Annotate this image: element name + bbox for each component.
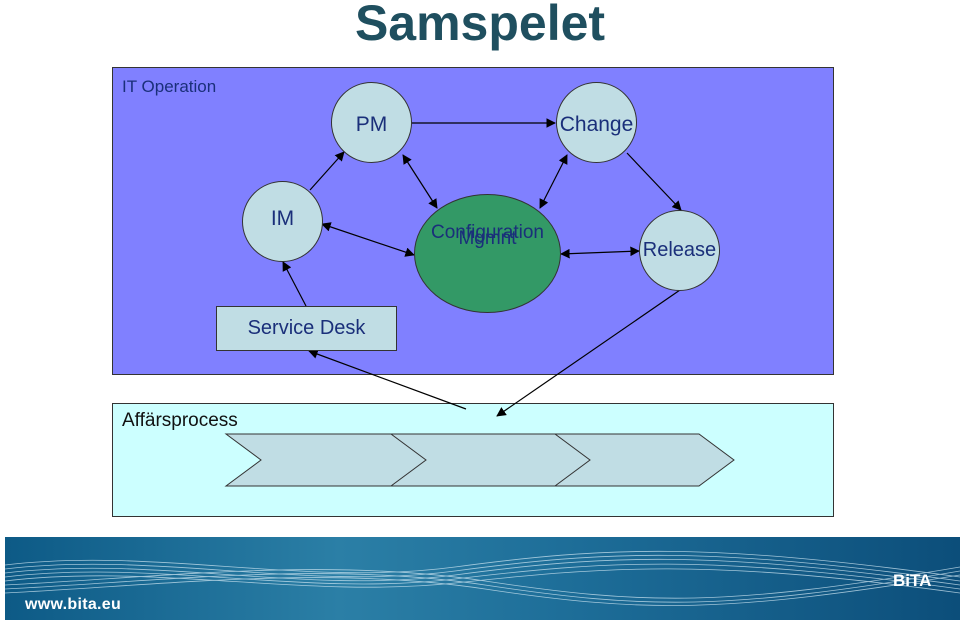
process-step-3 (553, 433, 735, 487)
pm-node: PM (331, 82, 412, 163)
configuration-label: Configuration Mgmnt (431, 222, 544, 251)
it-operation-label: IT Operation (122, 77, 217, 96)
arrow-pm-config (402, 154, 438, 209)
arrow-change-release (626, 152, 682, 211)
im-label: IM (270, 206, 295, 230)
release-label: Release (642, 239, 717, 261)
release-node: Release (639, 210, 720, 291)
change-node: Change (556, 82, 637, 163)
arrow-business-servicedesk (308, 349, 467, 410)
configuration-mgmt-node: Configuration Mgmnt (414, 194, 561, 313)
page-title: Samspelet (354, 0, 606, 51)
bita-logo: BiTA (893, 571, 932, 590)
footer-url: www.bita.eu (25, 596, 122, 613)
pm-label: PM (355, 112, 388, 136)
process-step-1 (224, 433, 432, 487)
service-desk-box: Service Desk (216, 306, 397, 351)
business-process-label: Affärsprocess (122, 410, 238, 431)
arrow-servicedesk-im (282, 261, 307, 307)
footer-banner: www.bita.eu BiTA (5, 537, 960, 620)
footer-wave-graphic (5, 550, 960, 606)
im-node: IM (242, 181, 323, 262)
configuration-label-line1: Configuration (430, 221, 545, 243)
change-label: Change (559, 112, 634, 136)
arrow-im-pm (309, 151, 345, 191)
arrow-im-config (321, 222, 415, 257)
arrow-change-config (539, 154, 568, 209)
arrow-config-release (560, 246, 640, 259)
configuration-label-line2: Mgmnt (458, 227, 517, 249)
arrow-release-business (496, 289, 681, 417)
